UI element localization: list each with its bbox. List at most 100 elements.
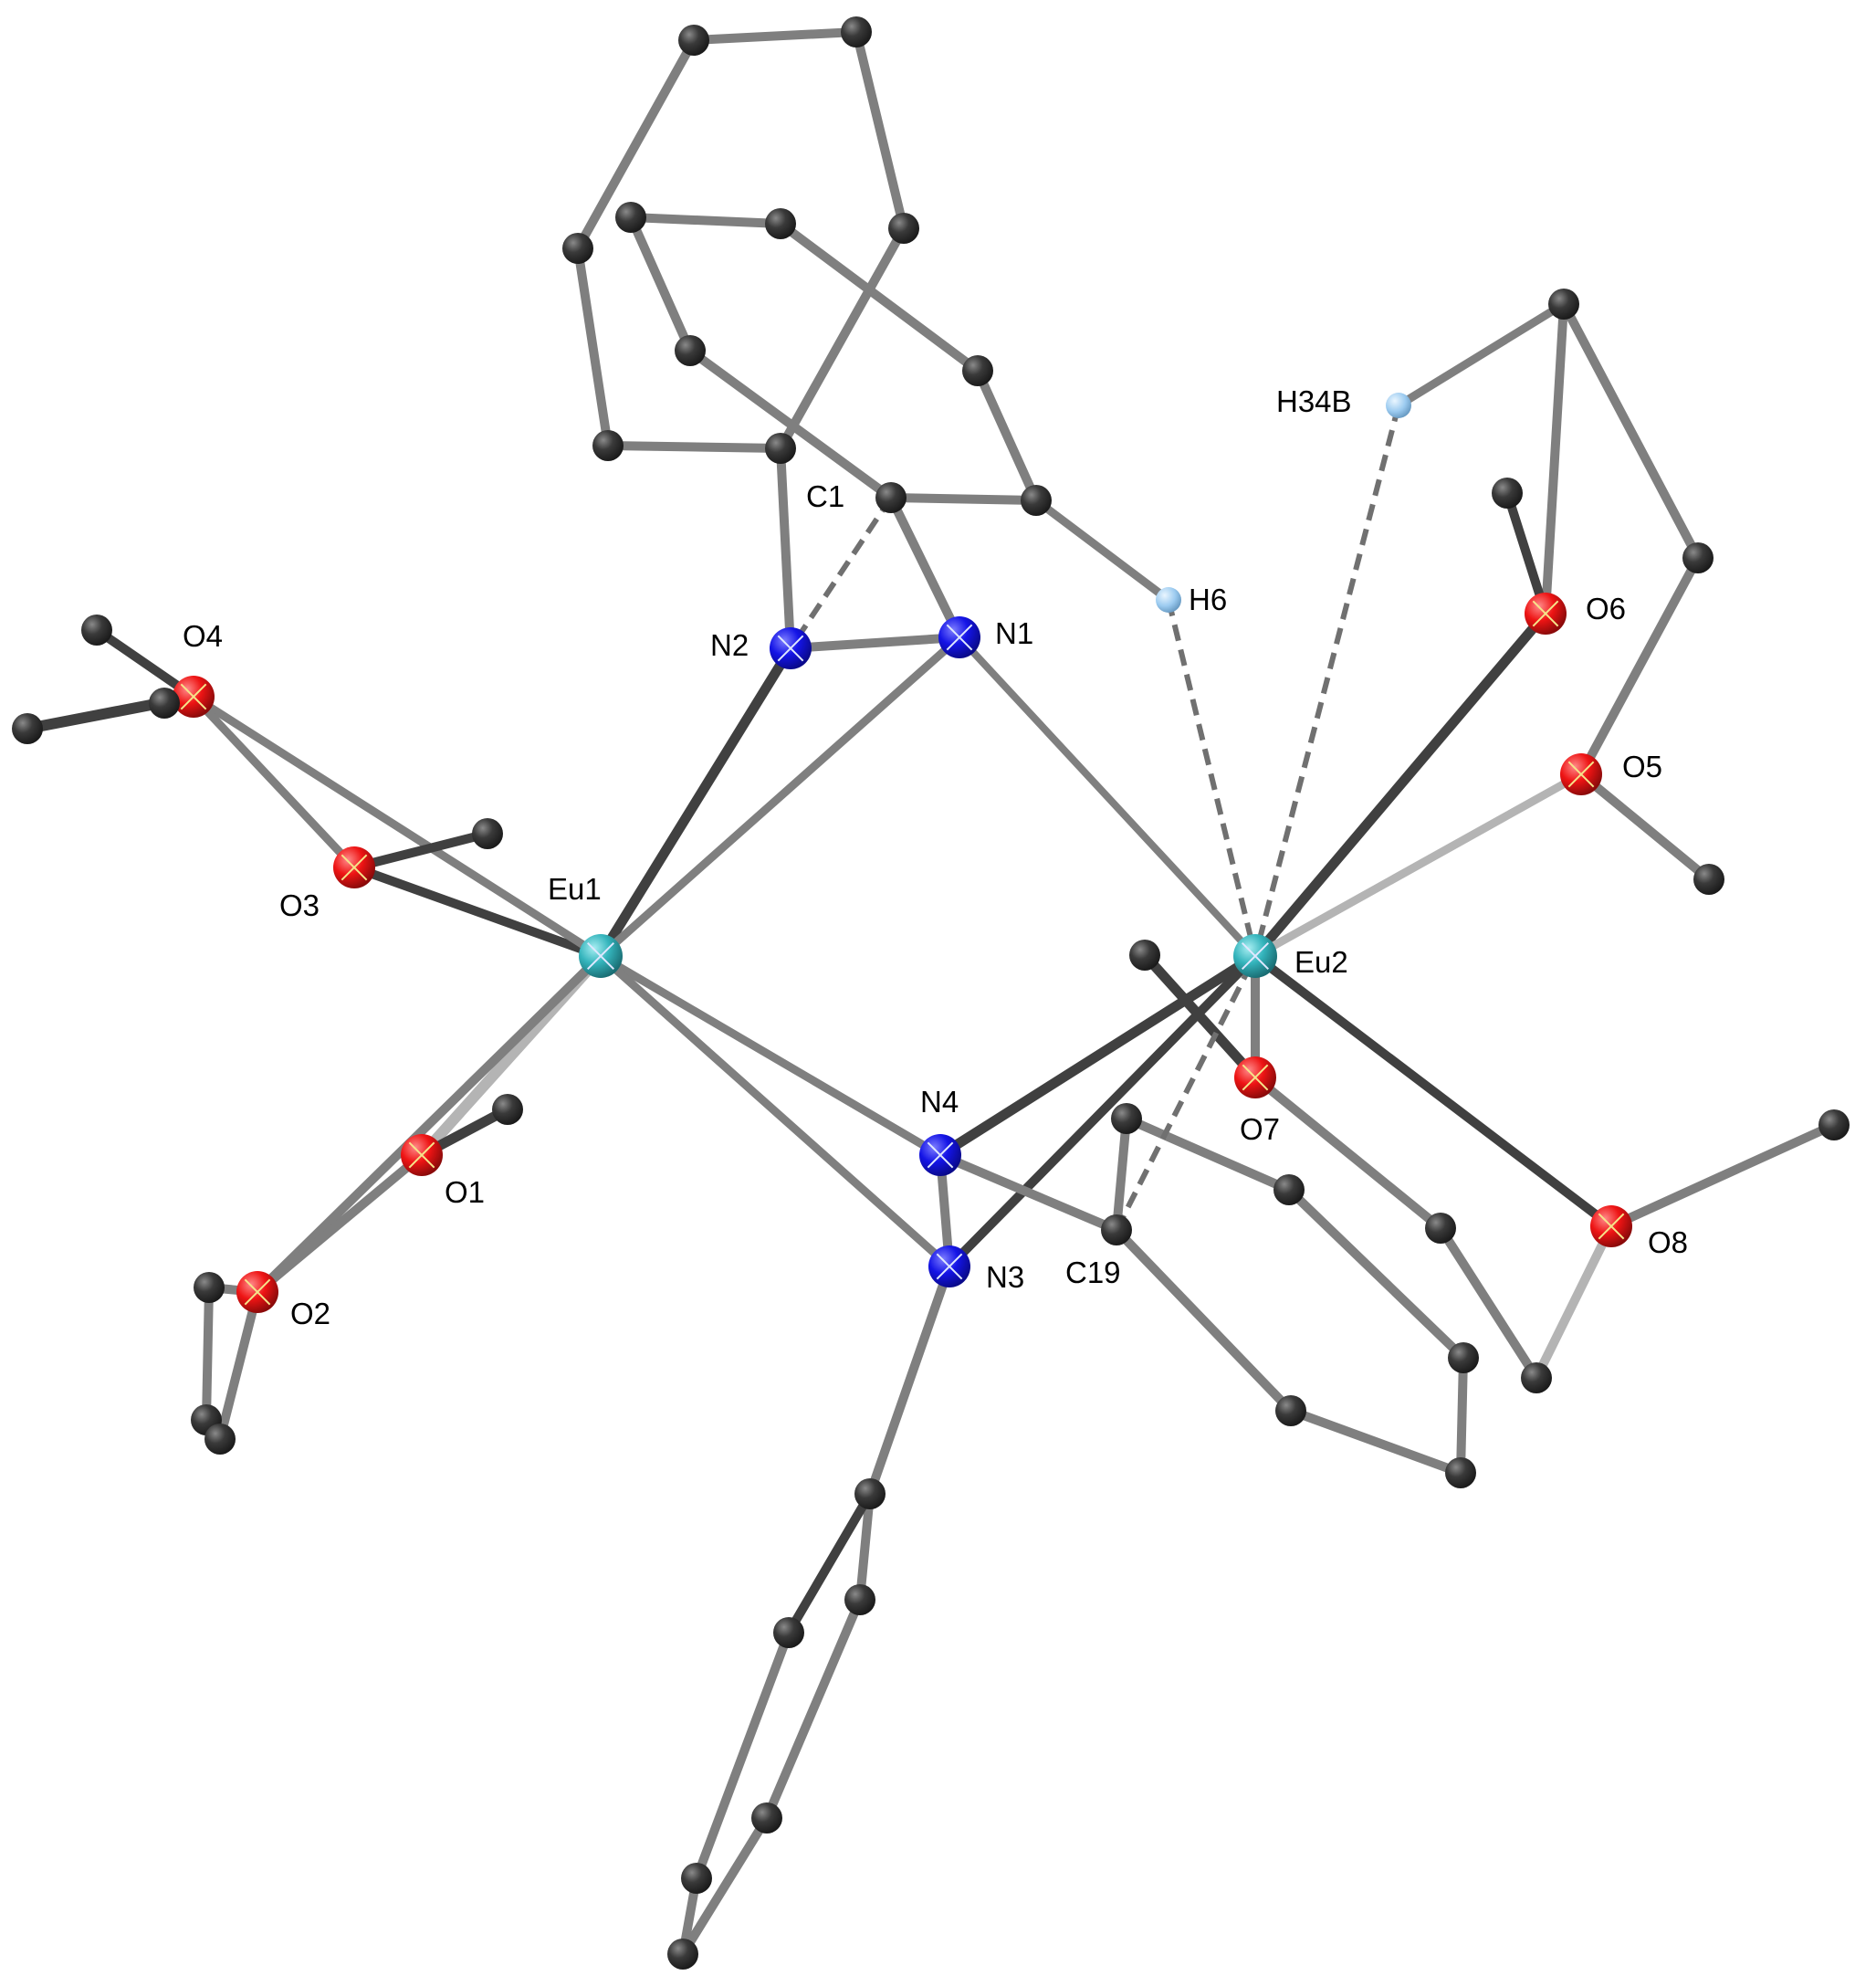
bond-e2-e4 — [762, 1595, 865, 1823]
ellipsoid-axis — [341, 854, 368, 881]
atom-t3 — [888, 213, 919, 244]
bond-d4-d5 — [1286, 1406, 1465, 1477]
bond-Eu1-O3 — [350, 863, 605, 961]
bond-Eu2-O6 — [1250, 608, 1551, 961]
atom-c3 — [1521, 1362, 1552, 1393]
ellipsoid-axis — [1598, 1213, 1625, 1240]
bond-O1-O2 — [253, 1151, 426, 1297]
label-C1: C1 — [806, 479, 844, 513]
bond-m1-O6 — [1541, 299, 1568, 618]
label-O4: O4 — [183, 619, 223, 653]
bond-q-t5 — [603, 441, 785, 453]
bond-m3-O5 — [1577, 553, 1703, 779]
bond-c2-c3 — [1436, 1224, 1541, 1382]
bond-Eu2-N3 — [945, 951, 1260, 1271]
atom-e3 — [773, 1617, 804, 1648]
ellipsoid-axis — [777, 635, 804, 662]
atom-C19 — [1101, 1214, 1132, 1245]
bond-b2-b3 — [202, 1283, 214, 1424]
atom-b1 — [492, 1094, 523, 1125]
atom-r1 — [615, 202, 646, 233]
label-N4: N4 — [920, 1085, 959, 1119]
ellipsoid-axis — [1241, 941, 1270, 971]
bond-O7-c1 — [1139, 950, 1261, 1083]
atom-m4 — [1693, 864, 1724, 895]
label-Eu1: Eu1 — [548, 872, 602, 906]
label-O3: O3 — [279, 888, 320, 922]
bond-e1-e2 — [855, 1489, 875, 1604]
bond-Eu1-N1 — [596, 633, 964, 961]
atom-m2 — [1492, 478, 1523, 509]
bond-e5-e3 — [692, 1628, 793, 1883]
label-O2: O2 — [290, 1297, 330, 1330]
bond-e3-e1 — [784, 1489, 875, 1637]
contact-H6-Eu2 — [1166, 599, 1258, 957]
bond-O7-c2 — [1251, 1073, 1445, 1233]
atom-t2 — [841, 16, 872, 47]
bond-N4-C19 — [936, 1151, 1121, 1235]
bond-e4-e6 — [678, 1813, 771, 1959]
bond-b4-O2 — [215, 1287, 262, 1444]
bond-Eu1-O4 — [189, 692, 605, 961]
atom-d1 — [1111, 1103, 1142, 1134]
bond-r4-H6 — [1032, 496, 1173, 604]
bond-Eu2-O8 — [1251, 951, 1616, 1231]
bond-C1-N1 — [886, 493, 964, 642]
atom-q — [765, 433, 796, 464]
atom-H6 — [1156, 587, 1181, 613]
bond-Eu1-N2 — [595, 643, 796, 961]
label-O8: O8 — [1648, 1225, 1688, 1259]
bond-r1-r2 — [626, 213, 785, 228]
atom-C1 — [875, 482, 907, 513]
ellipsoid-axis — [244, 1278, 271, 1306]
bond-t4-t1 — [573, 36, 698, 253]
bond-r5-r1 — [626, 213, 695, 355]
atom-m3 — [1682, 542, 1714, 573]
label-H6: H6 — [1189, 583, 1227, 616]
ellipsoid-axis — [946, 624, 973, 651]
atom-a4 — [472, 818, 503, 849]
label-Eu2: Eu2 — [1294, 945, 1348, 979]
bond-d3-d4 — [1456, 1353, 1468, 1477]
atom-a2 — [12, 713, 43, 744]
atom-r3 — [962, 355, 993, 386]
atom-layer — [12, 16, 1850, 1970]
bond-t2-t3 — [852, 27, 908, 233]
atom-e2 — [844, 1584, 875, 1615]
label-C19: C19 — [1065, 1256, 1121, 1289]
atom-e1 — [854, 1478, 886, 1509]
bond-O8-c4 — [1607, 1120, 1839, 1231]
bond-t3-q — [776, 224, 908, 453]
atom-c1 — [1129, 940, 1160, 971]
label-O1: O1 — [445, 1175, 485, 1209]
bond-O5-m4 — [1577, 770, 1714, 884]
bond-layer — [22, 27, 1839, 1959]
bond-r3-r4 — [973, 366, 1041, 505]
bond-N1-N2 — [786, 633, 964, 653]
atom-e4 — [751, 1802, 782, 1834]
contact-C1-N2 — [788, 496, 894, 650]
label-N2: N2 — [710, 628, 749, 662]
label-O6: O6 — [1586, 592, 1626, 625]
bond-Eu1-N4 — [596, 951, 945, 1160]
label-O7: O7 — [1240, 1112, 1280, 1146]
label-N1: N1 — [995, 616, 1033, 650]
contact-layer — [788, 405, 1401, 1232]
atom-H34B — [1386, 393, 1411, 418]
bond-t1-t2 — [689, 27, 861, 45]
contact-H34B-Eu2 — [1252, 405, 1401, 957]
atom-r2 — [765, 208, 796, 239]
atom-c4 — [1818, 1109, 1850, 1140]
bond-t5-t4 — [573, 244, 613, 450]
atom-m1 — [1548, 289, 1579, 320]
atom-d3 — [1448, 1342, 1479, 1373]
bond-d5-C19 — [1112, 1225, 1295, 1415]
bond-d2-d3 — [1284, 1185, 1468, 1362]
atom-c2 — [1425, 1213, 1456, 1244]
ellipsoid-axis — [927, 1141, 954, 1169]
bond-Eu2-N1 — [956, 634, 1259, 960]
atom-e6 — [667, 1939, 698, 1970]
label-H34B: H34B — [1276, 384, 1352, 418]
bond-Eu2-N4 — [935, 951, 1261, 1161]
bond-Eu2-O5 — [1251, 770, 1586, 961]
